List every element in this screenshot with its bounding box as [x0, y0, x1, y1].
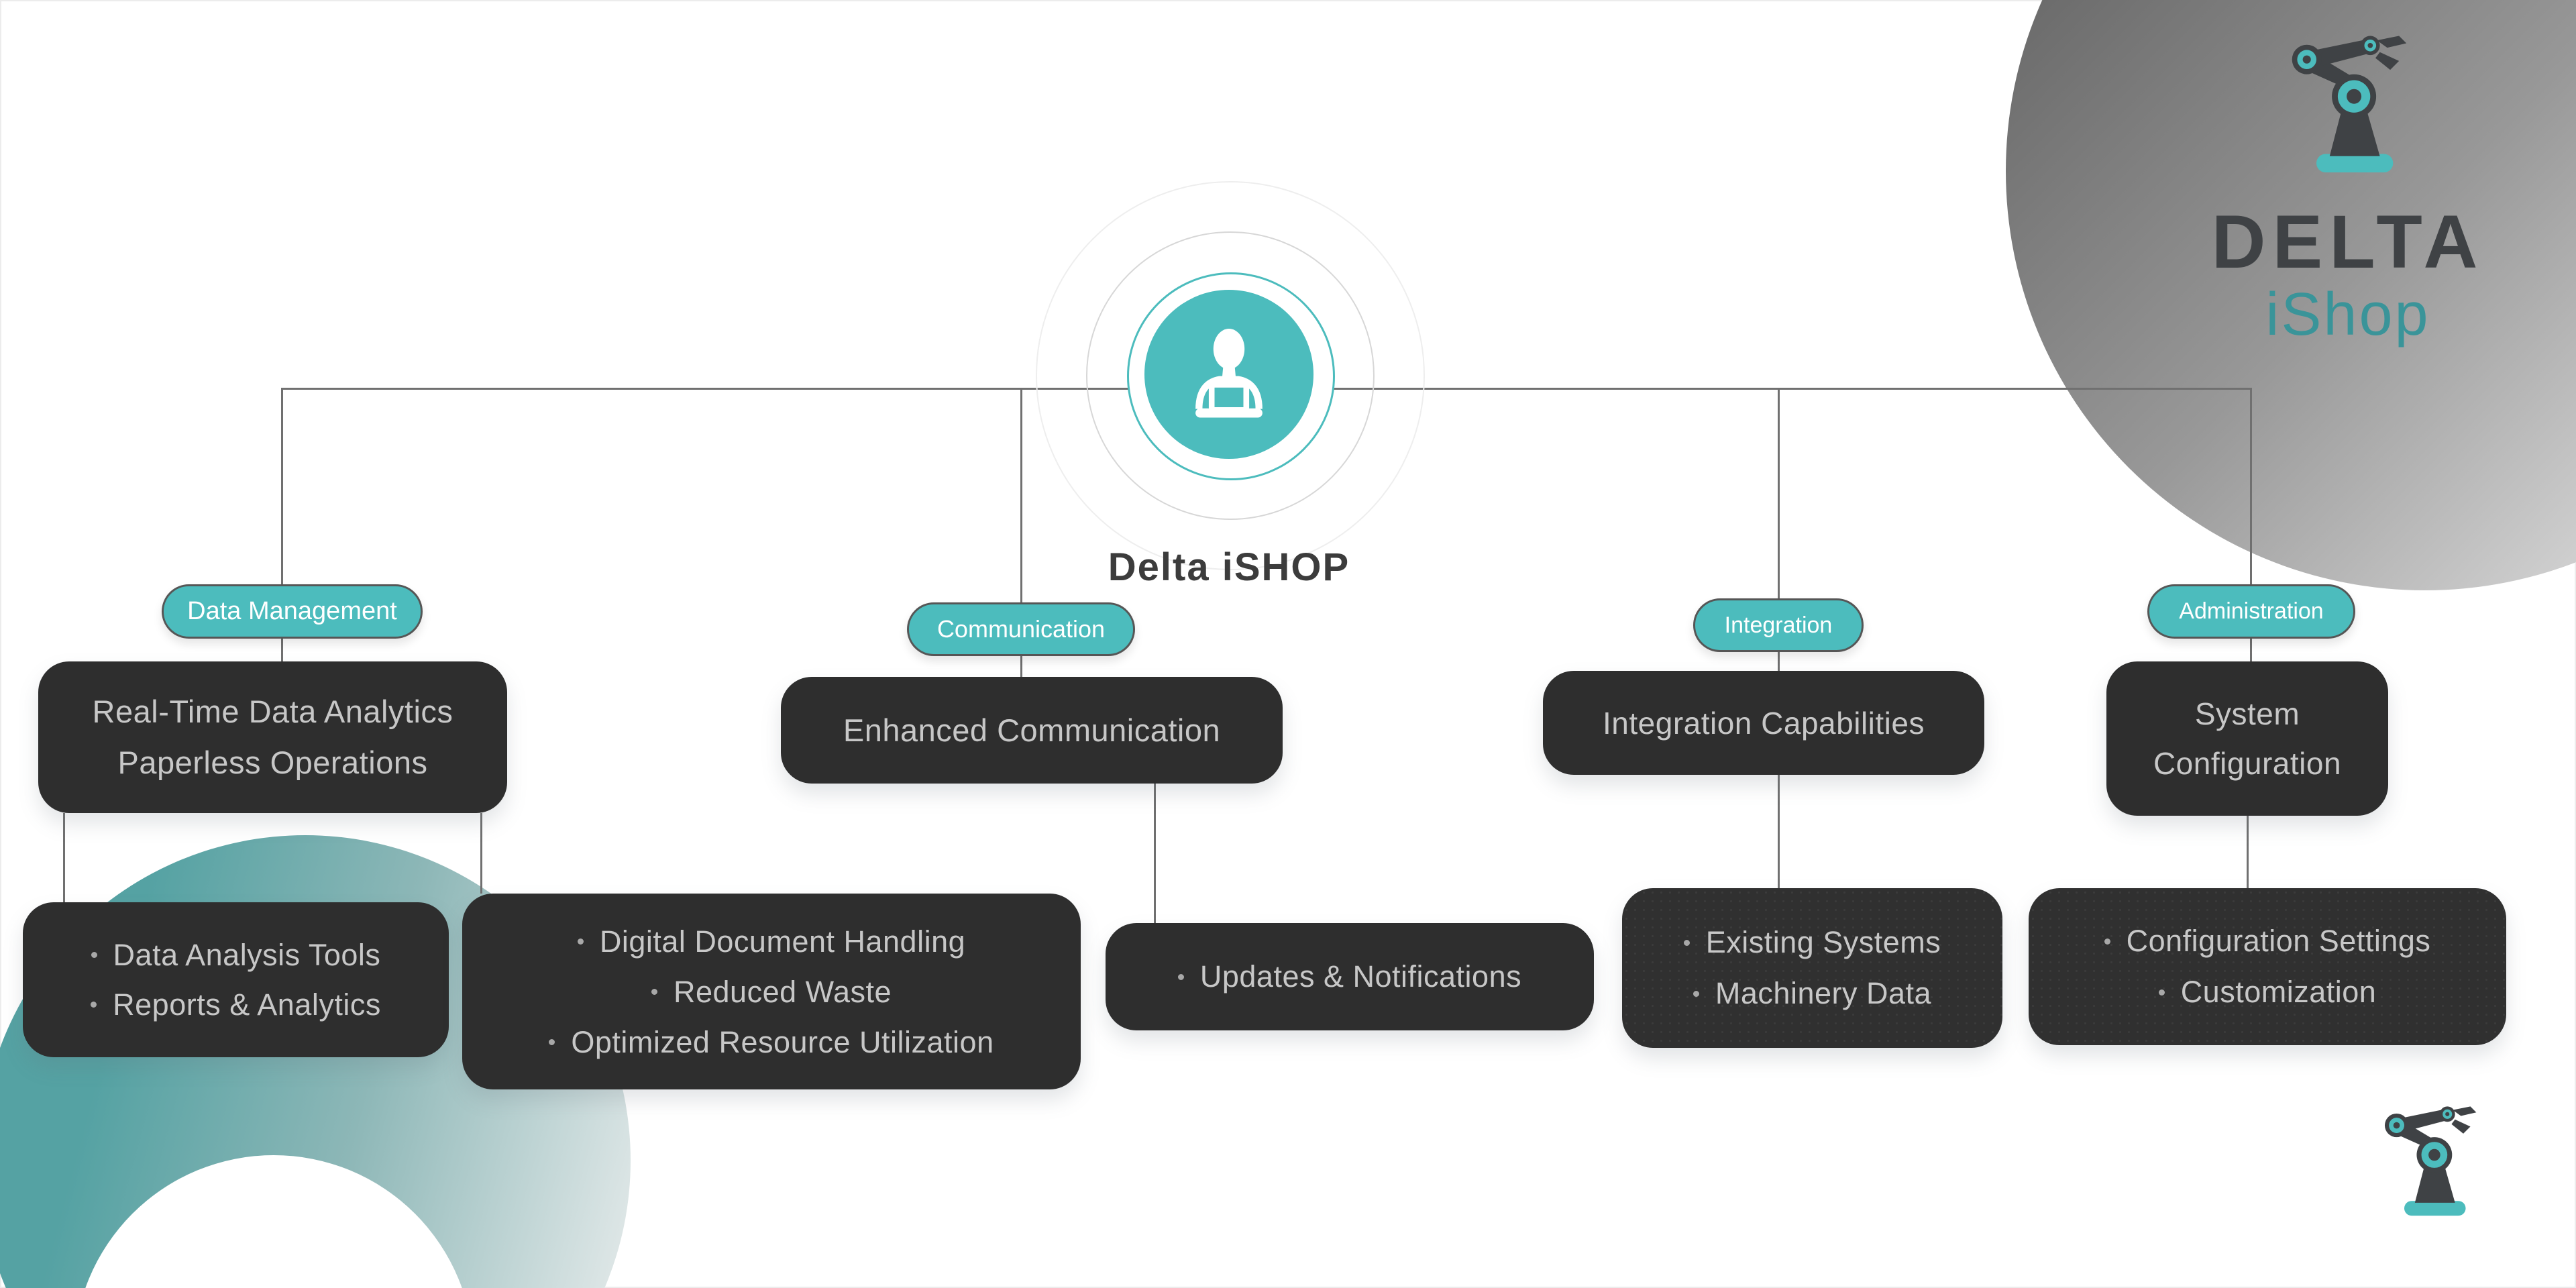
- connector-box-to-child-existing-systems: [1778, 775, 1780, 888]
- box-line: Integration Capabilities: [1603, 705, 1925, 741]
- connector-badge-to-box-administration: [2250, 639, 2252, 661]
- robot-arm-icon: [2279, 35, 2427, 177]
- connector-badge-to-box-integration: [1778, 652, 1780, 671]
- bullet-line: Data Analysis Tools: [91, 930, 381, 980]
- badge-label: Integration: [1724, 612, 1833, 638]
- bullet-line: Updates & Notifications: [1177, 959, 1522, 994]
- robot-arm-icon-small: [2375, 1106, 2493, 1220]
- bullet-line: Optimized Resource Utilization: [549, 1017, 994, 1067]
- box-digital-document: Digital Document Handling Reduced Waste …: [462, 894, 1081, 1089]
- bullet-text: Optimized Resource Utilization: [571, 1024, 994, 1059]
- center-node-label: Delta iSHOP: [1108, 545, 1350, 589]
- bullet-line: Configuration Settings: [2104, 916, 2431, 967]
- connector-trunk-to-badge-data-management: [281, 388, 283, 584]
- bullet-line: Digital Document Handling: [577, 916, 966, 967]
- badge-integration: Integration: [1693, 598, 1864, 652]
- bullet-dot-icon: [1683, 939, 1690, 946]
- bullet-line: Machinery Data: [1693, 968, 1931, 1019]
- bullet-text: Reduced Waste: [674, 974, 892, 1009]
- connector-box-to-child-data-analysis: [63, 813, 65, 902]
- badge-label: Communication: [936, 615, 1106, 643]
- bullet-line: Reduced Waste: [651, 967, 892, 1017]
- bullet-dot-icon: [577, 938, 584, 945]
- badge-communication: Communication: [907, 602, 1135, 656]
- box-system-configuration: System Configuration: [2106, 661, 2388, 816]
- badge-data-management: Data Management: [162, 584, 423, 639]
- connector-box-to-child-configuration: [2247, 816, 2249, 888]
- bullet-text: Machinery Data: [1715, 976, 1932, 1010]
- badge-label: Administration: [2179, 598, 2324, 624]
- badge-label: Data Management: [187, 597, 397, 625]
- box-enhanced-communication: Enhanced Communication: [781, 677, 1283, 784]
- box-line: Real-Time Data Analytics: [92, 694, 453, 729]
- bullet-dot-icon: [1693, 990, 1699, 997]
- box-existing-systems: Existing Systems Machinery Data: [1622, 888, 2002, 1048]
- bullet-dot-icon: [91, 952, 97, 958]
- center-node: [1144, 290, 1313, 459]
- bullet-dot-icon: [2104, 938, 2110, 945]
- bullet-line: Existing Systems: [1683, 917, 1941, 968]
- center-outer-ring: [1036, 181, 1425, 570]
- brand-title: DELTA: [2211, 200, 2485, 284]
- box-line: System: [2194, 696, 2300, 731]
- connector-box-to-child-updates: [1154, 784, 1156, 923]
- box-updates-notifications: Updates & Notifications: [1106, 923, 1594, 1030]
- box-line: Configuration: [2153, 746, 2342, 781]
- bullet-text: Reports & Analytics: [113, 987, 381, 1022]
- bullet-dot-icon: [651, 988, 657, 995]
- badge-administration: Administration: [2147, 584, 2355, 639]
- person-at-laptop-icon: [1171, 317, 1287, 432]
- connector-trunk-to-badge-integration: [1778, 388, 1780, 598]
- center-middle-ring: [1086, 231, 1375, 520]
- connector-box-to-child-digital-document: [480, 813, 482, 894]
- bullet-text: Data Analysis Tools: [113, 937, 381, 972]
- connector-badge-to-box-data-management: [281, 639, 283, 661]
- bullet-line: Reports & Analytics: [91, 980, 381, 1030]
- box-data-analysis: Data Analysis Tools Reports & Analytics: [23, 902, 449, 1057]
- box-integration-capabilities: Integration Capabilities: [1543, 671, 1984, 775]
- brand-subtitle: iShop: [2265, 281, 2430, 348]
- bullet-text: Updates & Notifications: [1199, 959, 1522, 994]
- bullet-line: Customization: [2158, 967, 2377, 1018]
- connector-badge-to-box-communication: [1020, 656, 1022, 677]
- bullet-dot-icon: [1177, 973, 1184, 980]
- connector-trunk-to-badge-communication: [1020, 388, 1022, 602]
- bullet-dot-icon: [2158, 989, 2165, 996]
- bullet-text: Customization: [2180, 975, 2377, 1009]
- box-line: Paperless Operations: [117, 745, 428, 780]
- bullet-text: Digital Document Handling: [599, 924, 966, 959]
- box-configuration-settings: Configuration Settings Customization: [2029, 888, 2506, 1045]
- box-line: Enhanced Communication: [843, 712, 1221, 748]
- bullet-text: Configuration Settings: [2126, 924, 2431, 958]
- bullet-dot-icon: [549, 1038, 555, 1045]
- box-data-management: Real-Time Data Analytics Paperless Opera…: [38, 661, 507, 813]
- bullet-text: Existing Systems: [1705, 925, 1941, 959]
- bullet-dot-icon: [91, 1002, 97, 1008]
- connector-trunk-to-badge-administration: [2250, 388, 2252, 584]
